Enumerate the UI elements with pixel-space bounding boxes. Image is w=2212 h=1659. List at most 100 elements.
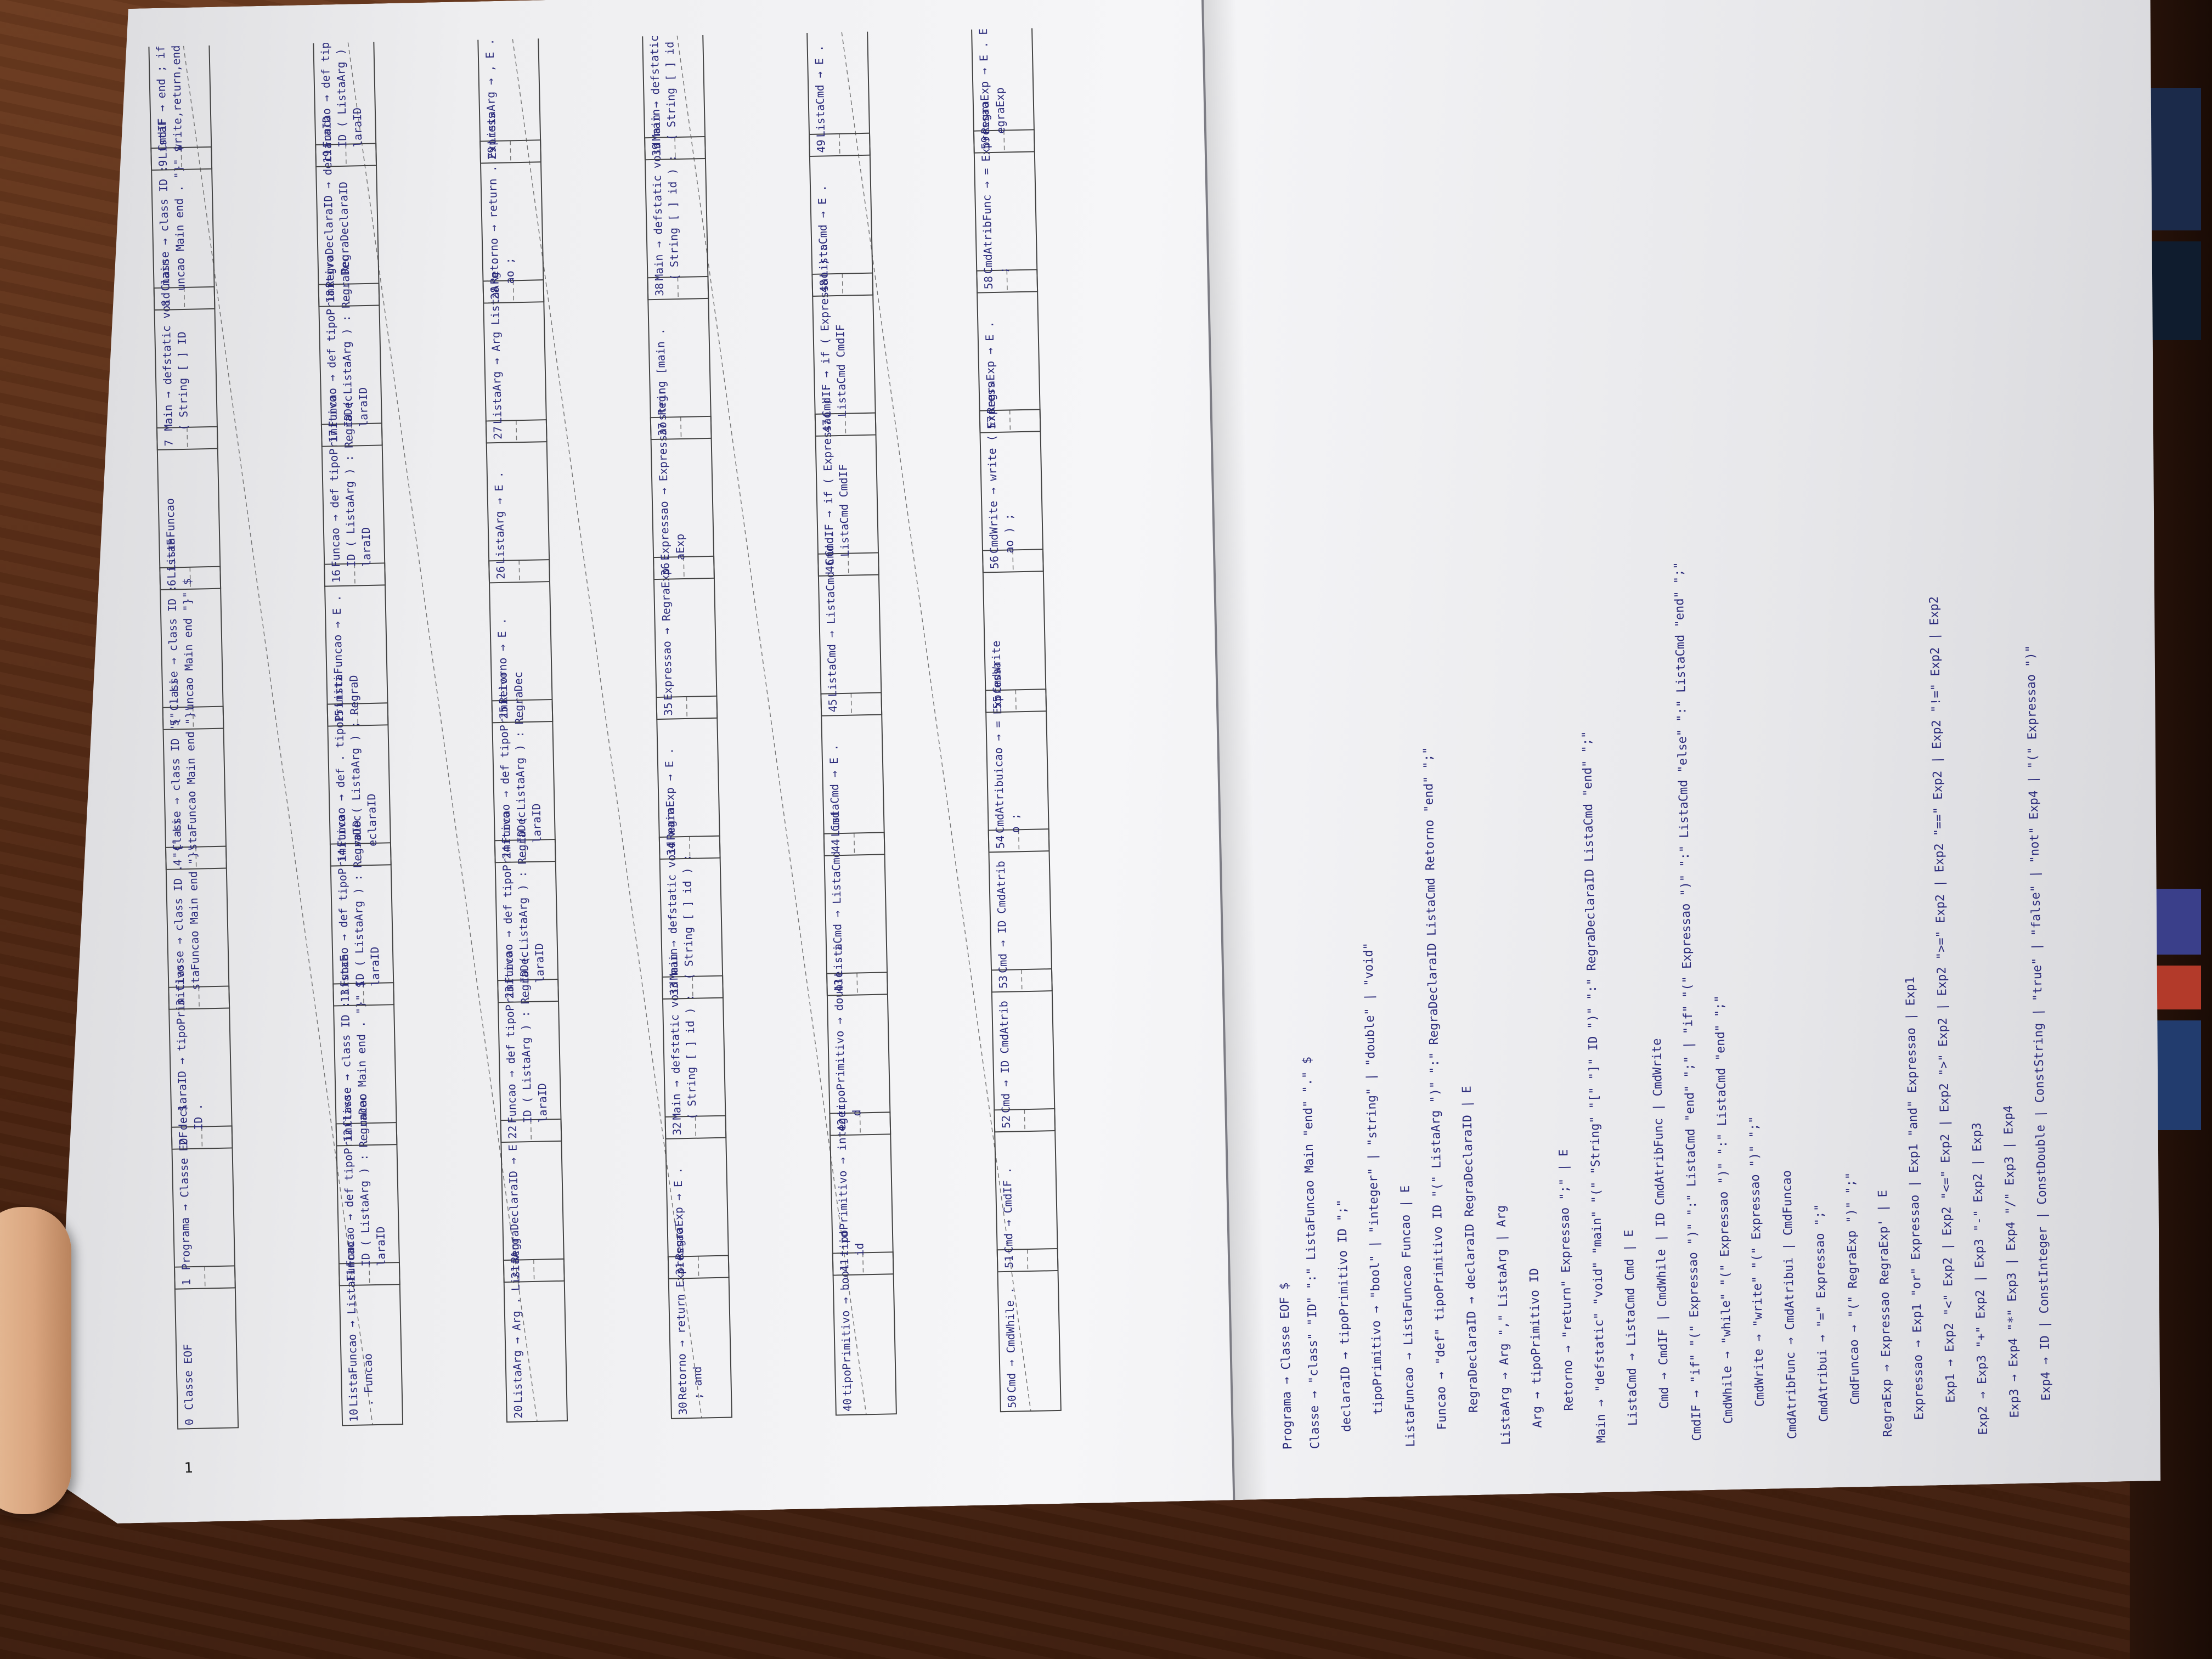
state-number: 45 <box>826 699 839 713</box>
state-box <box>656 696 720 859</box>
state-item-text: ListaArg → E . <box>492 471 507 564</box>
state-number: 31 <box>673 1262 686 1276</box>
state-number: 38 <box>653 283 666 296</box>
transition-arrow <box>360 843 361 865</box>
state-number: 13 <box>338 989 351 1003</box>
state-item-text: ListaCmd CmdIF <box>833 324 849 417</box>
state-box <box>154 287 218 450</box>
state-number: 34 <box>664 842 678 856</box>
state-number: 59 <box>979 136 992 150</box>
state-number: 54 <box>994 836 1007 849</box>
state-box <box>333 983 397 1146</box>
state-item-text: staFuncao Main end "}" <box>183 705 200 850</box>
transition-arrow <box>525 840 526 862</box>
state-box <box>991 969 1055 1132</box>
state-item-text: eclaraID <box>365 793 379 847</box>
transition-arrow <box>522 700 523 722</box>
state-box <box>827 972 890 1135</box>
state-item-text: ; <box>997 267 1010 274</box>
state-box <box>997 1249 1061 1412</box>
grammar-rule: CmdAtribFunc → CmdAtribui | CmdFuncao <box>1780 1170 1800 1440</box>
state-item-text: ListaCmd → E . <box>815 185 831 278</box>
state-box <box>653 556 717 719</box>
state-number: 20 <box>511 1405 524 1419</box>
state-box <box>163 707 227 870</box>
transition-arrow <box>842 274 843 296</box>
state-box <box>172 1126 235 1289</box>
grammar-rule: ListaCmd → ListaCmd Cmd | E <box>1622 1229 1640 1426</box>
state-item-text: ListaCmd → E . <box>827 744 842 837</box>
finger-holding-paper <box>0 1207 71 1514</box>
grammar-rule: Expressao → Exp1 "or" Expressao | Exp1 "… <box>1903 977 1927 1420</box>
state-item-text: Cmd → ID CmdAtrib <box>997 1001 1012 1113</box>
state-item-text: laraID <box>368 946 382 986</box>
state-box <box>977 269 1040 432</box>
state-item-text: CmdWrite <box>989 640 1003 693</box>
state-box <box>324 563 388 726</box>
transition-arrow <box>531 1120 532 1142</box>
state-number: 23 <box>503 985 516 999</box>
transition-arrow <box>1015 690 1016 712</box>
state-box <box>480 140 544 303</box>
state-item-text: staFuncao Main end "}" <box>186 845 202 990</box>
state-number: 16 <box>329 569 342 583</box>
state-item-text: RegraDeclaraID → E . <box>506 1131 522 1263</box>
state-box <box>665 1116 729 1279</box>
state-box <box>824 832 888 995</box>
state-item-text: laraID <box>374 1226 388 1266</box>
grammar-rule: Main → "defstatic" "void" "main" "(" "St… <box>1580 731 1609 1443</box>
state-number: 25 <box>497 706 510 720</box>
grammar-rule: RegraDeclaraID → declaraID RegraDeclaraI… <box>1460 1085 1481 1413</box>
state-item-text: Classe EOF <box>181 1344 196 1410</box>
state-box <box>815 413 879 576</box>
state-box <box>483 280 546 443</box>
state-box <box>319 283 382 446</box>
grammar-rules: Programa → Classe EOF $ Classe → "class"… <box>1246 5 2154 1461</box>
state-item-text: write,return,end,else <box>168 25 184 151</box>
grammar-rule: CmdWrite → "write" "(" Expressao ")" ";" <box>1747 1116 1767 1407</box>
state-item-text: laraID <box>529 803 544 843</box>
state-box <box>313 25 376 167</box>
state-number: 15 <box>332 709 346 723</box>
state-item-text: ao ; <box>503 257 517 284</box>
grammar-rule: Exp3 → Exp4 "*" Exp3 | Exp4 "/" Exp3 | E… <box>2001 1105 2022 1418</box>
transition-arrow <box>193 707 194 729</box>
grammar-rule: Arg → tipoPrimitivo ID <box>1527 1268 1545 1428</box>
state-number: 55 <box>991 696 1004 709</box>
state-number: 2 <box>177 1139 190 1146</box>
automaton-state: 55 CmdWrite <box>983 549 1046 712</box>
transition-arrow <box>848 554 849 575</box>
grammar-rule: ListaFuncao → ListaFuncao Funcao | E <box>1398 1185 1418 1447</box>
state-box <box>148 25 212 171</box>
state-number: 0 <box>183 1419 196 1426</box>
state-number: 42 <box>835 1119 848 1132</box>
state-number: 36 <box>658 562 672 576</box>
transition-arrow <box>692 977 693 998</box>
state-item-text: Cmd → CmdIF . <box>1001 1167 1015 1253</box>
state-number: 44 <box>829 839 842 853</box>
grammar-rule: Exp2 → Exp3 "+" Exp2 | Exp3 "-" Exp2 | E… <box>1970 1122 1991 1435</box>
state-item-text: . RegraDeclaraID <box>337 182 352 287</box>
